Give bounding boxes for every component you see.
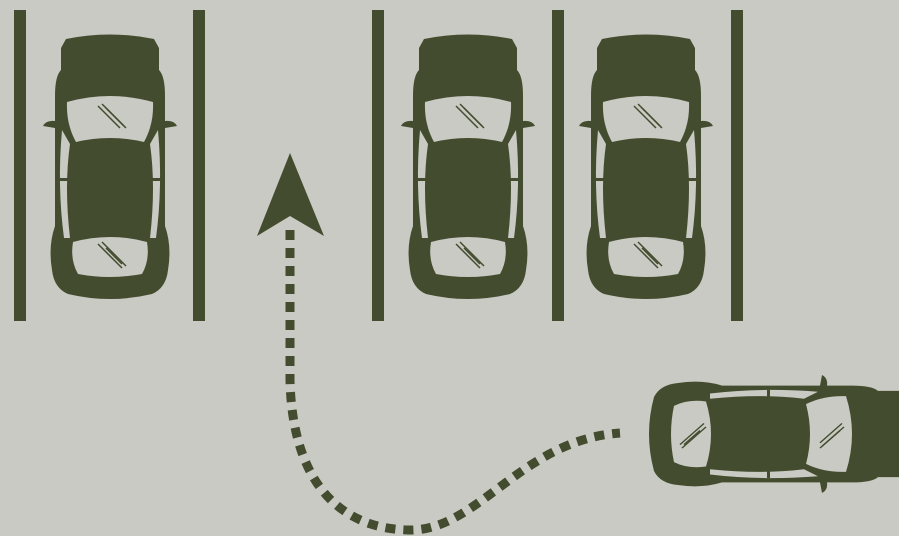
parking-line-icon xyxy=(731,10,743,321)
car-top-view-icon xyxy=(579,35,713,300)
parking-line-icon xyxy=(14,10,26,321)
parking-line-icon xyxy=(372,10,384,321)
parking-line-icon xyxy=(552,10,564,321)
car-top-view-icon xyxy=(649,375,899,493)
arrow-up-icon xyxy=(257,153,324,236)
car-top-view-icon xyxy=(401,35,535,300)
car-top-view-icon xyxy=(43,35,177,300)
parking-line-icon xyxy=(193,10,205,321)
